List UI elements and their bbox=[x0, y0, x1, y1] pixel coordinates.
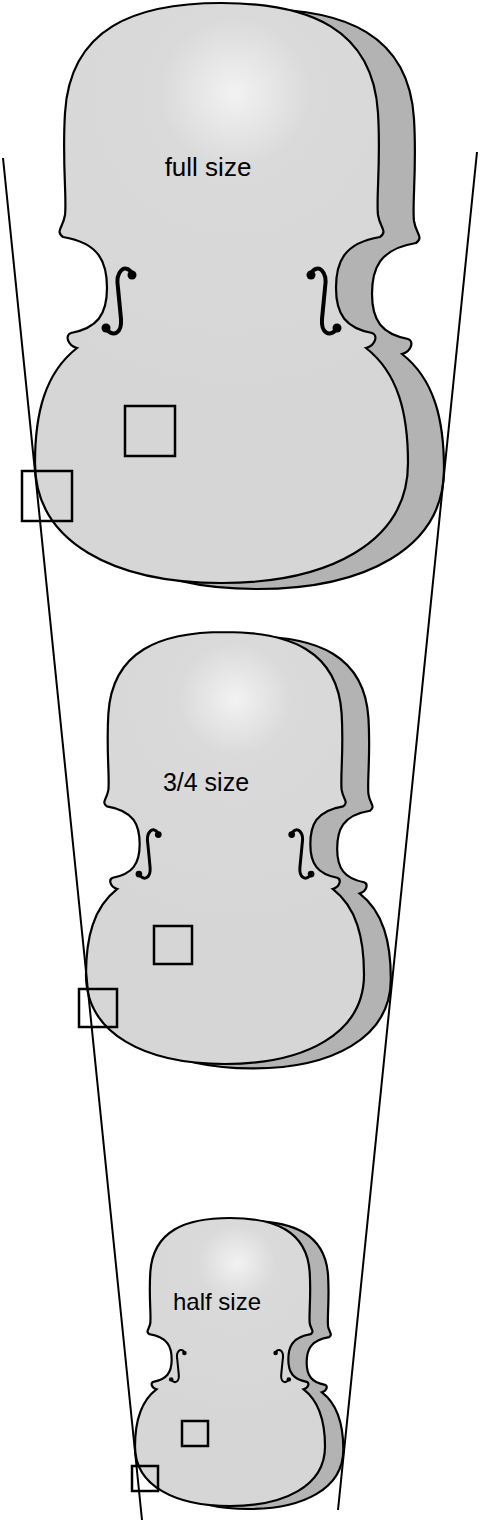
f-hole bbox=[136, 830, 162, 878]
size-label: half size bbox=[173, 1289, 261, 1315]
violin-outline bbox=[135, 1218, 325, 1506]
violin-outline bbox=[86, 632, 364, 1064]
f-hole bbox=[288, 830, 314, 878]
f-hole bbox=[169, 1350, 187, 1382]
size-label: full size bbox=[165, 153, 252, 182]
violin-outline bbox=[35, 3, 408, 583]
f-hole bbox=[273, 1350, 291, 1382]
wood-square bbox=[79, 989, 117, 1027]
wood-square bbox=[182, 1421, 208, 1446]
wood-square bbox=[125, 406, 175, 456]
wood-square bbox=[154, 926, 192, 964]
violin-body: 3/4 size bbox=[86, 632, 364, 1064]
body-top bbox=[86, 632, 364, 1064]
f-hole bbox=[307, 269, 342, 334]
guide-line bbox=[3, 158, 142, 1520]
guide-line bbox=[338, 152, 477, 1510]
wood-square bbox=[22, 471, 72, 521]
body-top bbox=[135, 1218, 325, 1506]
body-top bbox=[35, 3, 408, 583]
size-label: 3/4 size bbox=[163, 769, 249, 797]
violin-body: full size bbox=[35, 3, 408, 583]
violin-body: half size bbox=[135, 1218, 325, 1506]
wood-square bbox=[132, 1466, 158, 1491]
f-hole bbox=[102, 269, 137, 334]
